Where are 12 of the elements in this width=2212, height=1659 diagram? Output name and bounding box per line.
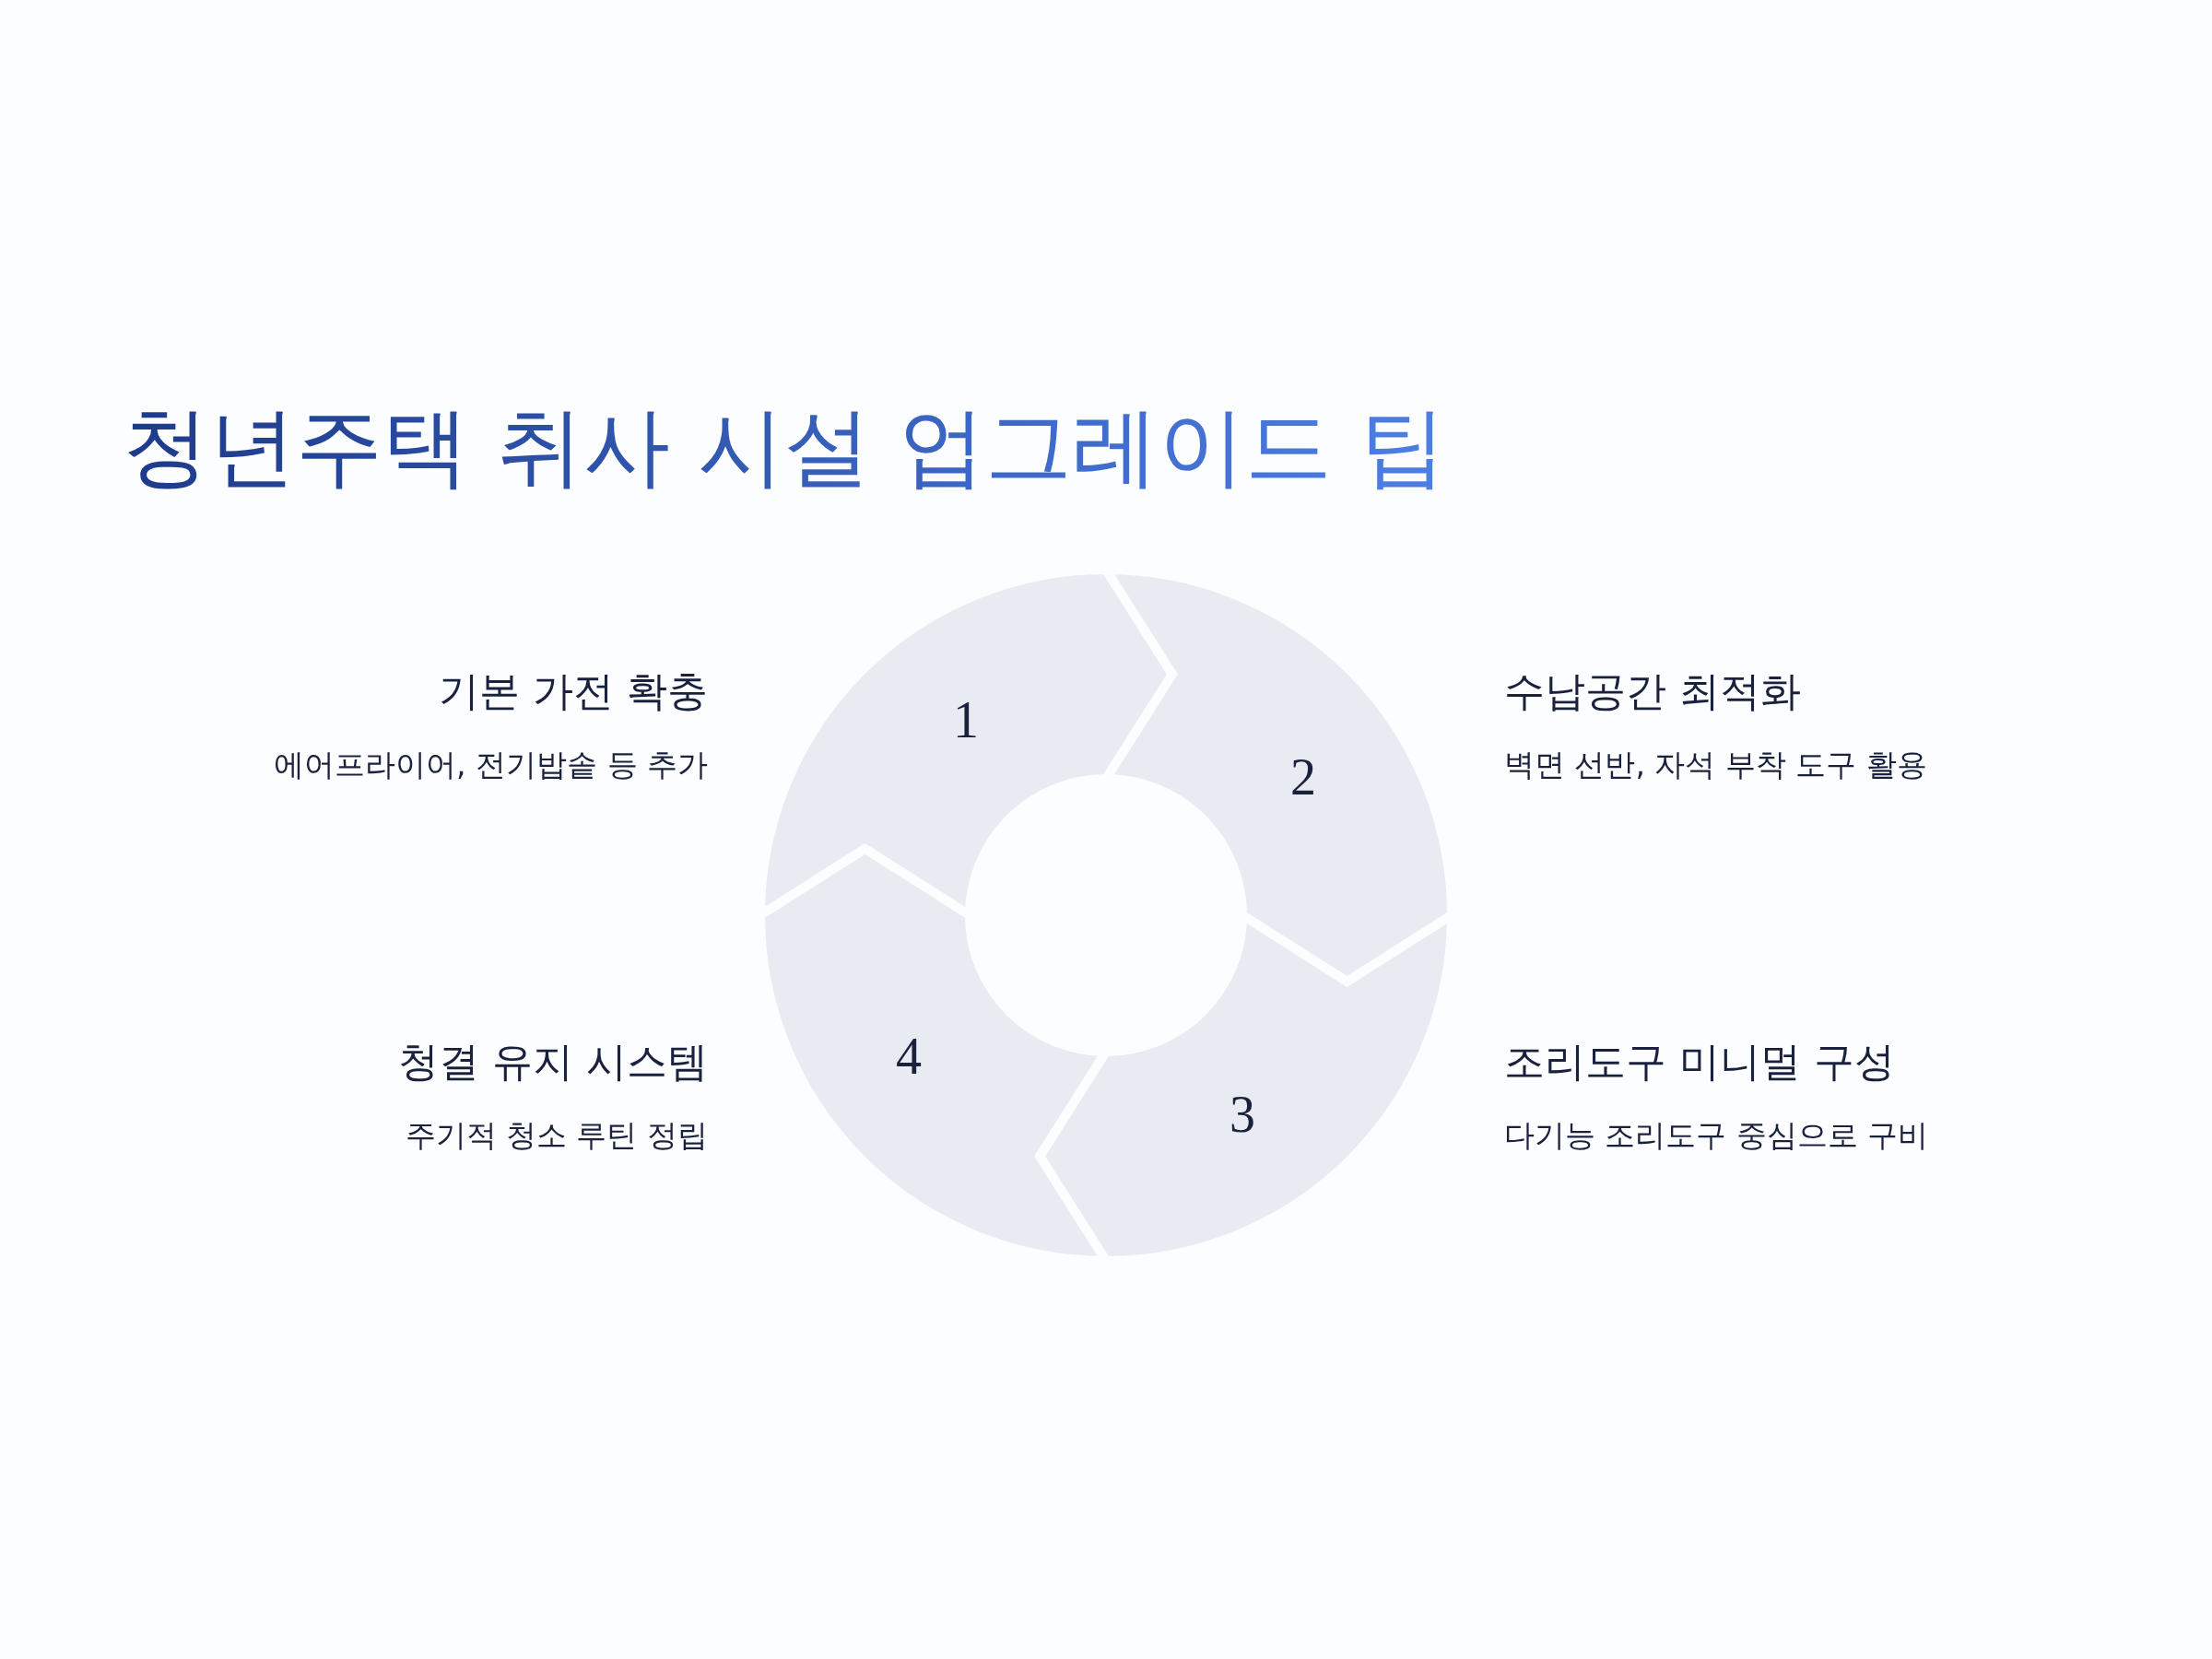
step-description: 다기능 조리도구 중심으로 구비 bbox=[1504, 1116, 1929, 1155]
step-heading: 청결 유지 시스템 bbox=[398, 1037, 708, 1087]
step-heading: 기본 가전 확충 bbox=[439, 666, 708, 716]
step-number: 4 bbox=[896, 1029, 922, 1084]
step-description: 에어프라이어, 전기밥솥 등 추가 bbox=[274, 746, 708, 784]
step-number: 1 bbox=[953, 692, 979, 747]
step-number: 2 bbox=[1290, 749, 1316, 805]
step-heading: 조리도구 미니멀 구성 bbox=[1504, 1037, 1895, 1087]
step-description: 주기적 청소 루틴 정립 bbox=[405, 1116, 708, 1155]
step-number: 3 bbox=[1230, 1087, 1255, 1142]
step-heading: 수납공간 최적화 bbox=[1504, 666, 1801, 716]
step-description: 벽면 선반, 자석 부착 도구 활용 bbox=[1504, 746, 1927, 784]
